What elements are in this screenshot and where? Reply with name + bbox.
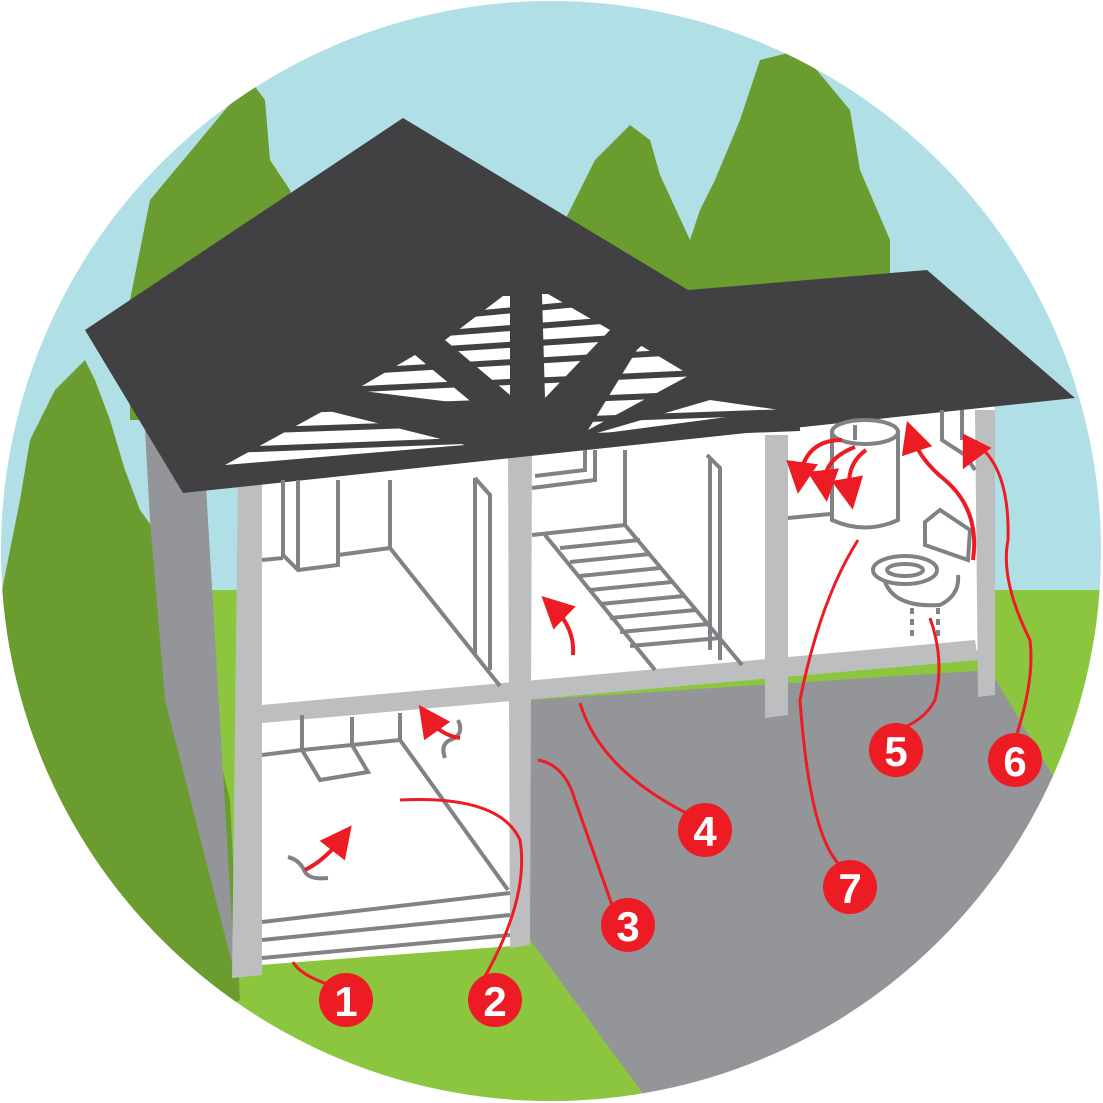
tree-back-center <box>560 50 890 300</box>
house-side-wall <box>145 430 235 975</box>
callout-number: 2 <box>483 978 506 1025</box>
callout-leader-lines <box>291 443 1033 987</box>
callout-marker-4[interactable]: 4 <box>678 803 732 857</box>
callout-marker-5[interactable]: 5 <box>869 723 923 777</box>
airflow-arrows <box>304 420 992 872</box>
callout-number: 7 <box>838 865 861 912</box>
callout-number: 1 <box>334 978 357 1025</box>
callout-marker-6[interactable]: 6 <box>988 733 1042 787</box>
callout-number: 5 <box>884 728 907 775</box>
callout-marker-7[interactable]: 7 <box>823 860 877 914</box>
house-interior <box>255 400 995 965</box>
interior-line-art <box>261 410 977 960</box>
callout-number: 3 <box>616 903 639 950</box>
callout-number: 6 <box>1003 738 1026 785</box>
callout-marker-2[interactable]: 2 <box>468 973 522 1027</box>
truss-beams <box>405 290 655 436</box>
callout-marker-1[interactable]: 1 <box>319 973 373 1027</box>
callout-number: 4 <box>693 808 717 855</box>
house-frame <box>232 410 995 978</box>
callout-marker-3[interactable]: 3 <box>601 898 655 952</box>
